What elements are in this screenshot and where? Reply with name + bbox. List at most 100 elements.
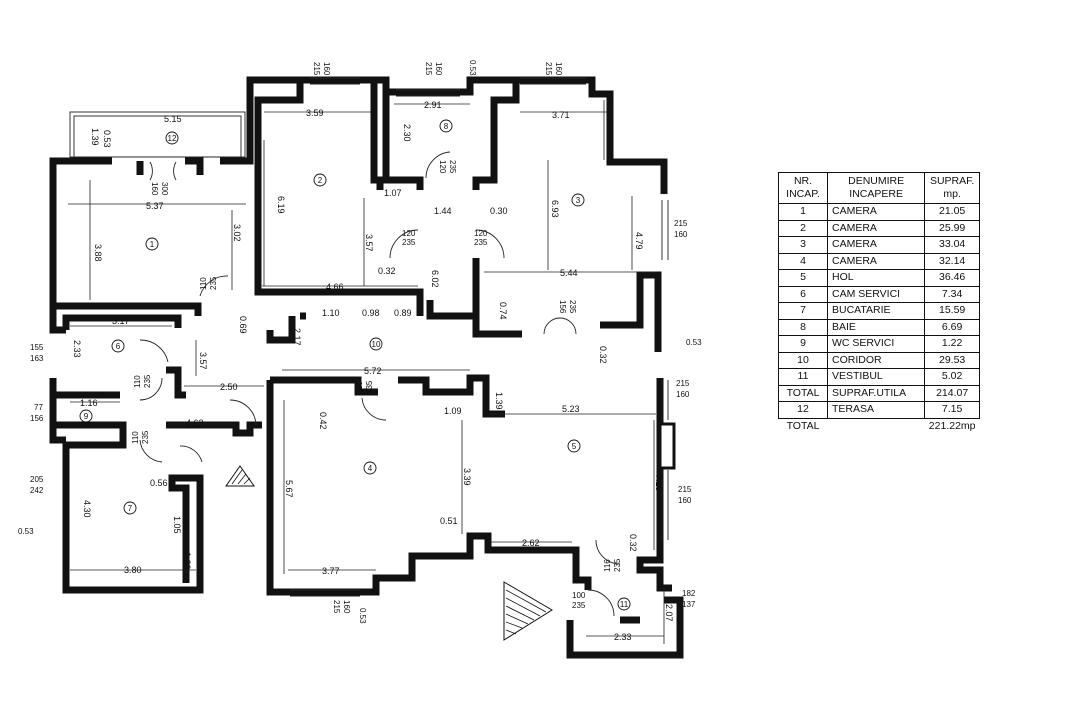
dim-label: 1.09: [444, 406, 462, 416]
dim-label: 0.56: [150, 478, 168, 488]
dim-label: 3.71: [552, 110, 570, 120]
cell-area: 32.14: [924, 252, 980, 270]
cell-area: 21.05: [924, 203, 980, 221]
dim-label: 215: [332, 600, 341, 614]
dim-label: 6.19: [276, 196, 286, 214]
dim-label: 3.57: [364, 234, 374, 252]
dim-label: 1.10: [322, 308, 340, 318]
dim-label: 160: [342, 600, 351, 614]
dim-label: 2.91: [424, 100, 442, 110]
door-label: 235: [568, 300, 577, 314]
cell-name: CAMERA: [826, 203, 926, 221]
terrace-railing: [69, 111, 246, 158]
dim-label: 3.17: [112, 316, 130, 326]
dim-label: 215: [674, 219, 688, 228]
dim-label: 0.53: [18, 527, 34, 536]
dim-label: 6.02: [430, 270, 440, 288]
cell-nr: 8: [778, 318, 828, 336]
door-label: 235: [141, 430, 150, 444]
dim-label: 2.50: [220, 382, 238, 392]
stair-marker: [503, 581, 553, 641]
cell-name: CAMERA: [826, 219, 926, 237]
room-number: 8: [444, 122, 449, 131]
cell-nr: 10: [778, 351, 828, 369]
dim-label: 0.42: [318, 412, 328, 430]
door-label: 120: [438, 160, 447, 174]
door-label: 235: [143, 374, 152, 388]
dim-label: 5.15: [164, 114, 182, 124]
dim-label: 4.79: [634, 232, 644, 250]
dim-label: 160: [676, 390, 690, 399]
dim-label: 242: [30, 486, 44, 495]
cell-nr: 5: [778, 269, 828, 287]
dim-label: 2.07: [664, 604, 674, 622]
cell-area: 5.02: [924, 368, 980, 386]
useful-total-label: TOTAL: [778, 384, 828, 402]
room-number: 6: [116, 342, 121, 351]
room-number: 12: [168, 134, 177, 143]
floor-plan: 1 2 3 4 5 6 7 8 9 10 11 12 5.15 5.37 3.8…: [18, 60, 702, 659]
room-number: 5: [572, 442, 577, 451]
dim-label: 160: [674, 230, 688, 239]
cell-area: 33.04: [924, 236, 980, 254]
dim-label: 2.17: [292, 328, 302, 346]
stair-marker: [225, 465, 255, 487]
dim-label: 215: [312, 62, 321, 76]
dim-label: 160: [322, 62, 331, 76]
dim-label: 0.32: [628, 534, 638, 552]
door-label: 116: [355, 381, 364, 394]
dimension-labels: 5.15 5.37 3.88 3.02 1.39 0.53 3.59 6.19 …: [18, 60, 702, 642]
dim-label: 0.89: [394, 308, 412, 318]
dim-label: 215: [544, 62, 553, 76]
cell-name: CAMERA: [826, 236, 926, 254]
dim-label: 2.33: [72, 340, 82, 358]
cell-name: BUCATARIE: [826, 302, 926, 320]
grand-total-area: 221.22mp: [928, 419, 976, 432]
dim-label: 3.88: [93, 244, 103, 262]
cell-area: 29.53: [924, 351, 980, 369]
door-label: 110: [199, 277, 208, 290]
dim-label: 160: [434, 62, 443, 76]
windows: [290, 77, 669, 597]
cell-nr: 1: [778, 203, 828, 221]
door-label: 100: [572, 591, 586, 600]
cell-nr: 7: [778, 302, 828, 320]
door-label: 235: [448, 160, 457, 174]
cell-nr: 2: [778, 219, 828, 237]
dim-label: 0.74: [498, 302, 508, 320]
dim-label: 5.67: [284, 480, 294, 498]
dim-label: 1.05: [172, 516, 182, 534]
dim-label: 215: [678, 485, 692, 494]
cell-nr: 6: [778, 285, 828, 303]
dim-label: 1.07: [384, 188, 402, 198]
room-number: 1: [150, 240, 155, 249]
useful-total-row: TOTAL SUPRAF.UTILA 214.07: [778, 384, 980, 402]
dim-label: 160: [678, 496, 692, 505]
cell-name: HOL: [826, 269, 926, 287]
dim-label: 137: [682, 600, 696, 609]
cell-name: VESTIBUL: [826, 368, 926, 386]
dim-label: 1.44: [434, 206, 452, 216]
dim-label: 6.93: [550, 200, 560, 218]
dim-label: 1.39: [494, 392, 504, 410]
dim-label: 182: [682, 589, 696, 598]
dim-label: 156: [30, 414, 44, 423]
dim-label: 3.59: [306, 108, 324, 118]
cell-nr: 3: [778, 236, 828, 254]
dim-label: 1.20: [182, 552, 192, 570]
cell-area: 6.69: [924, 318, 980, 336]
door-label: 110: [133, 375, 142, 388]
room-number: 10: [372, 340, 381, 349]
cell-name: CAM SERVICI: [826, 285, 926, 303]
door-label: 235: [474, 238, 488, 247]
dim-label: 0.53: [358, 608, 367, 624]
door-label: 300: [160, 182, 169, 196]
cell-name: BAIE: [826, 318, 926, 336]
cell-nr: 4: [778, 252, 828, 270]
dim-label: 4.62: [186, 418, 204, 428]
terrace-area: 7.15: [924, 401, 980, 419]
